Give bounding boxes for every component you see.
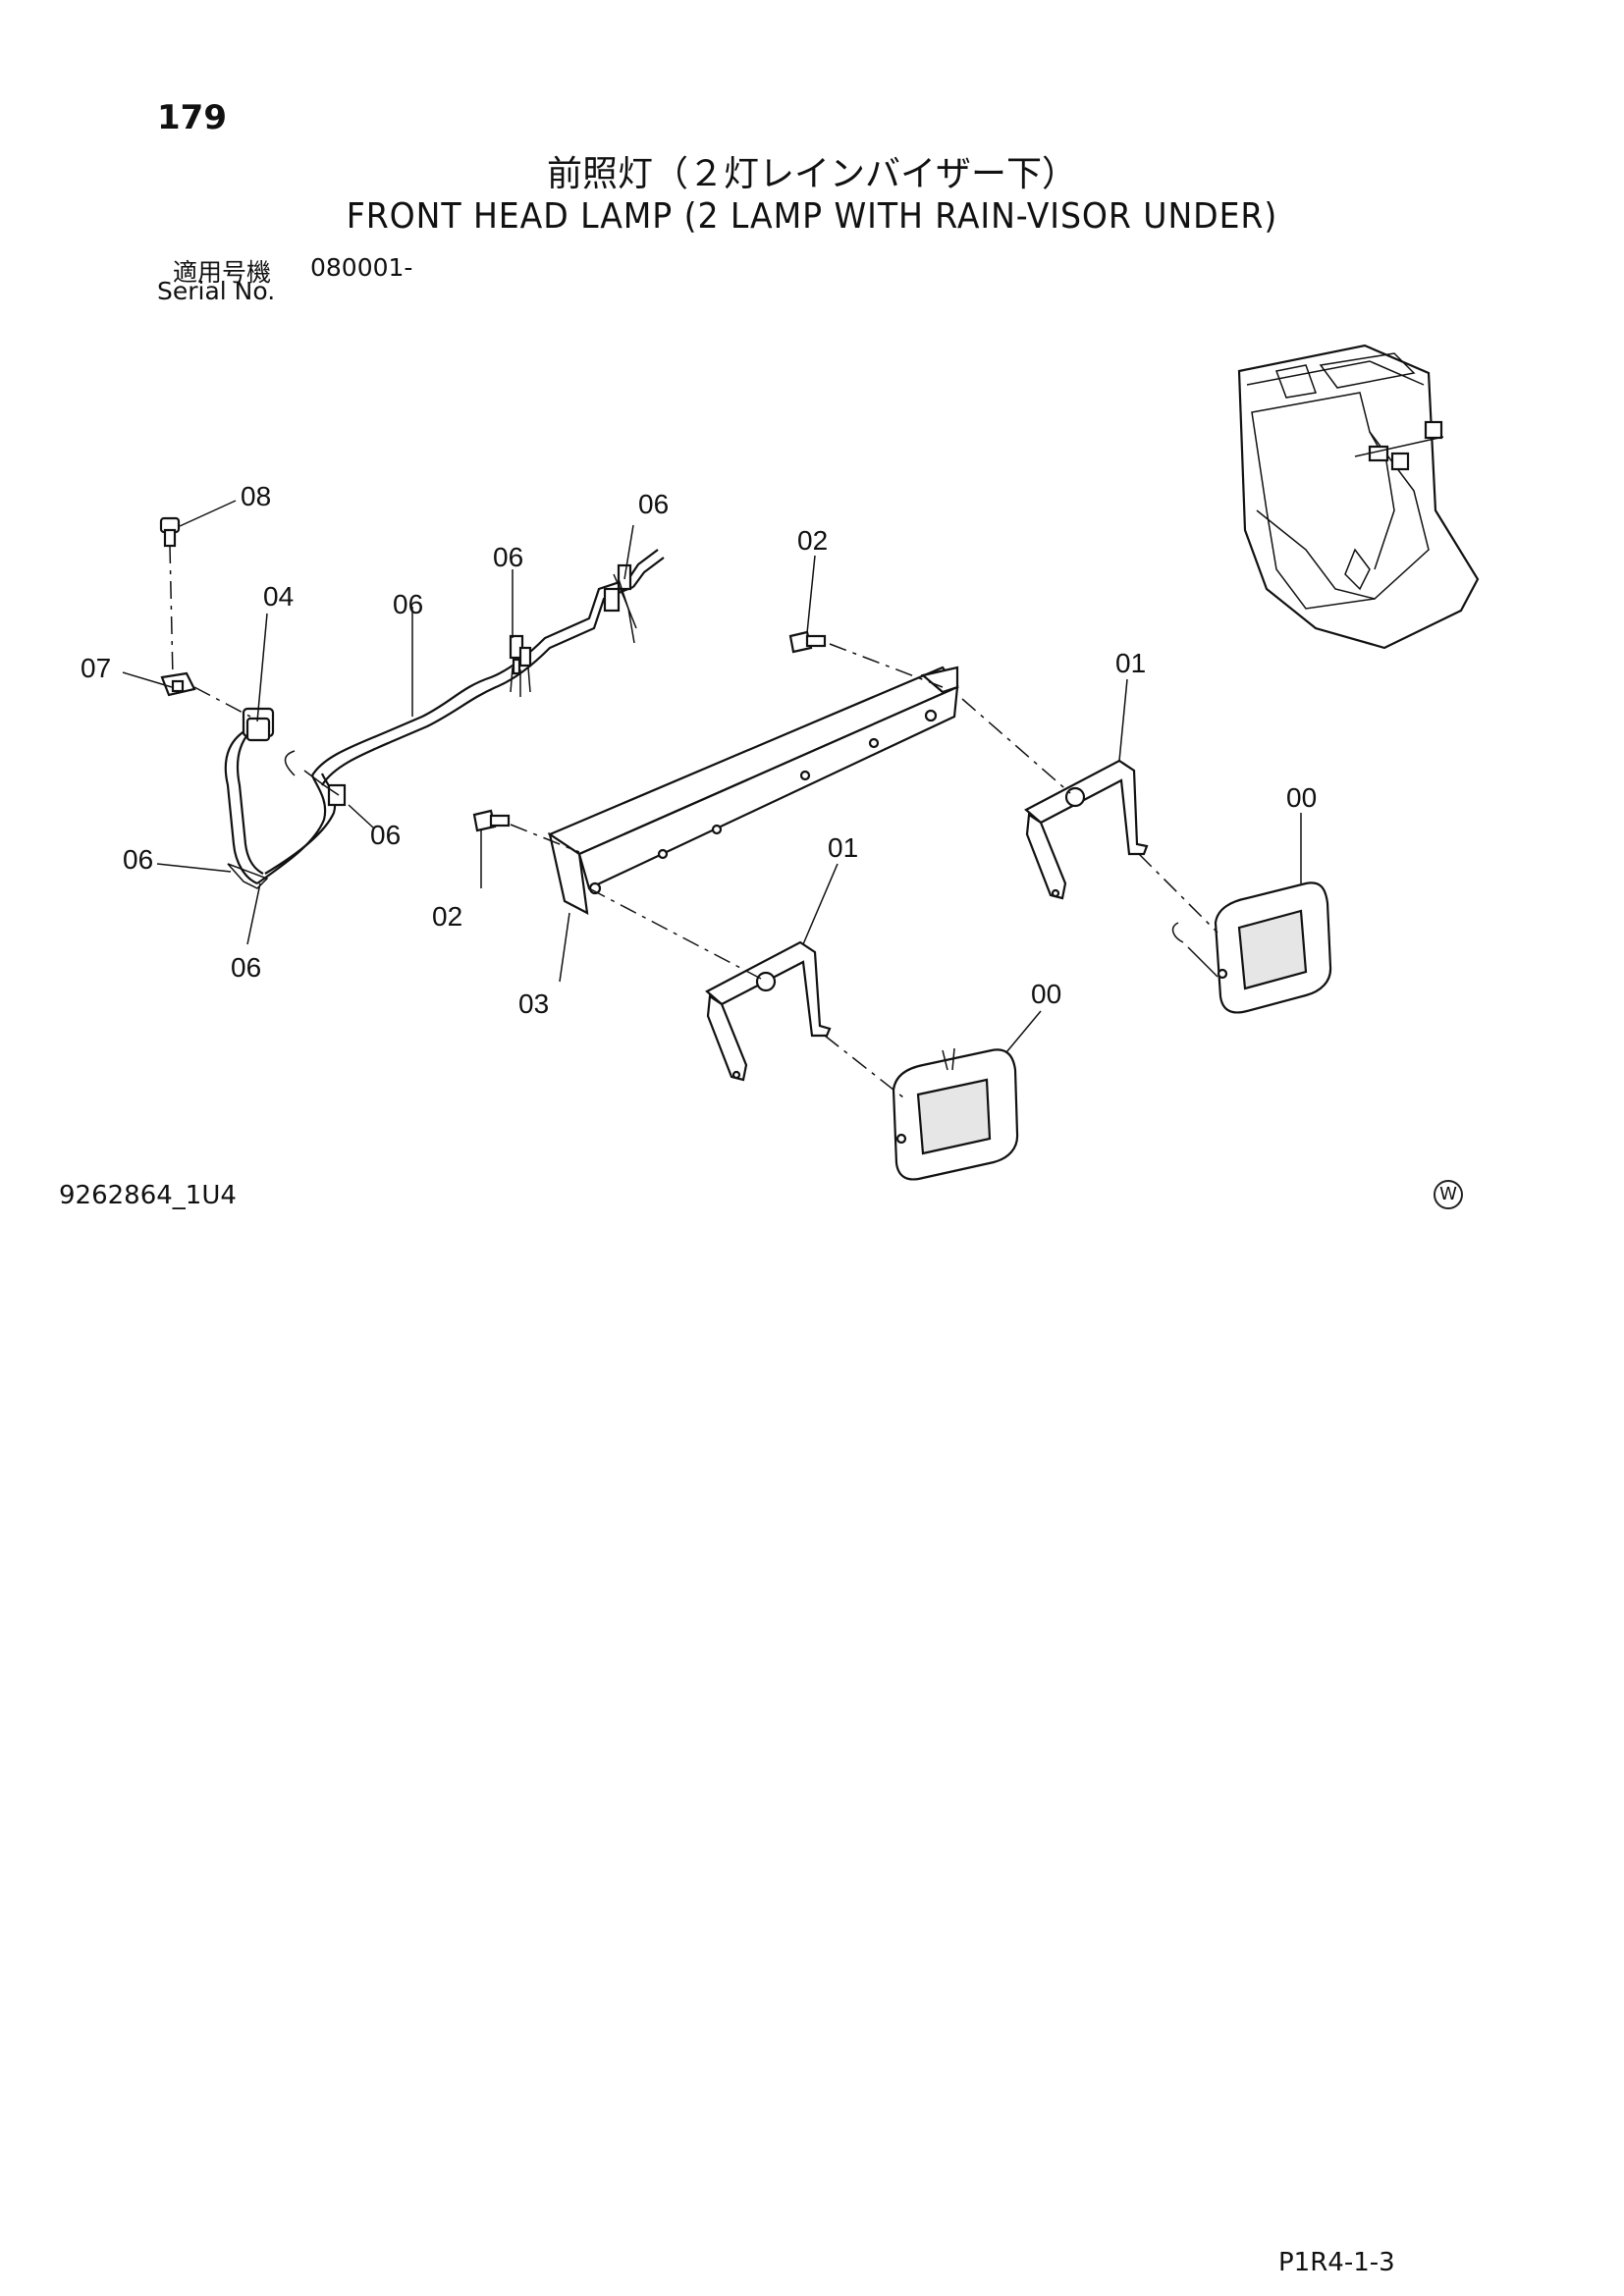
leader-lines — [122, 500, 1302, 1053]
head-lamp-00-left — [892, 1047, 1019, 1181]
callout-03: 03 — [518, 988, 549, 1019]
callout-06: 06 — [493, 542, 523, 572]
lamp-bracket-01-left — [705, 940, 832, 1082]
cab-inset-illustration — [1237, 344, 1480, 650]
title-english: FRONT HEAD LAMP (2 LAMP WITH RAIN-VISOR … — [346, 196, 1278, 237]
support-bar-03 — [547, 666, 959, 915]
callout-08: 08 — [241, 481, 271, 511]
callout-00: 00 — [1031, 979, 1061, 1009]
callout-02: 02 — [797, 525, 828, 556]
drawing-number: 9262864_1U4 — [59, 1181, 237, 1210]
lamp-bracket-01-right — [1024, 759, 1149, 900]
callout-00: 00 — [1286, 782, 1317, 813]
clip-07 — [160, 671, 196, 697]
bolt-02-bottom — [472, 809, 511, 832]
callout-06: 06 — [231, 952, 261, 983]
callout-01: 01 — [1115, 648, 1146, 678]
head-lamp-00-right — [1171, 881, 1332, 1014]
page-number: 179 — [157, 98, 227, 137]
title-japanese: 前照灯（２灯レインバイザー下） — [546, 154, 1077, 194]
callout-02: 02 — [432, 901, 462, 932]
callout-07: 07 — [81, 653, 111, 683]
bolt-02-top — [788, 630, 827, 654]
callout-06: 06 — [370, 820, 401, 850]
callout-06: 06 — [393, 589, 423, 619]
circled-w-mark: W — [1434, 1180, 1463, 1209]
serial-label-japanese: 適用号機 — [173, 258, 272, 287]
callout-04: 04 — [263, 581, 294, 612]
serial-label-english: Serial No. — [157, 277, 276, 305]
page-code: P1R4-1-3 — [1278, 2248, 1395, 2277]
serial-value: 080001- — [310, 253, 413, 282]
wiring-harness — [224, 549, 665, 889]
callout-06: 06 — [638, 489, 669, 519]
bolt-08 — [159, 516, 181, 548]
callout-06: 06 — [123, 844, 153, 875]
callout-01: 01 — [828, 832, 858, 863]
